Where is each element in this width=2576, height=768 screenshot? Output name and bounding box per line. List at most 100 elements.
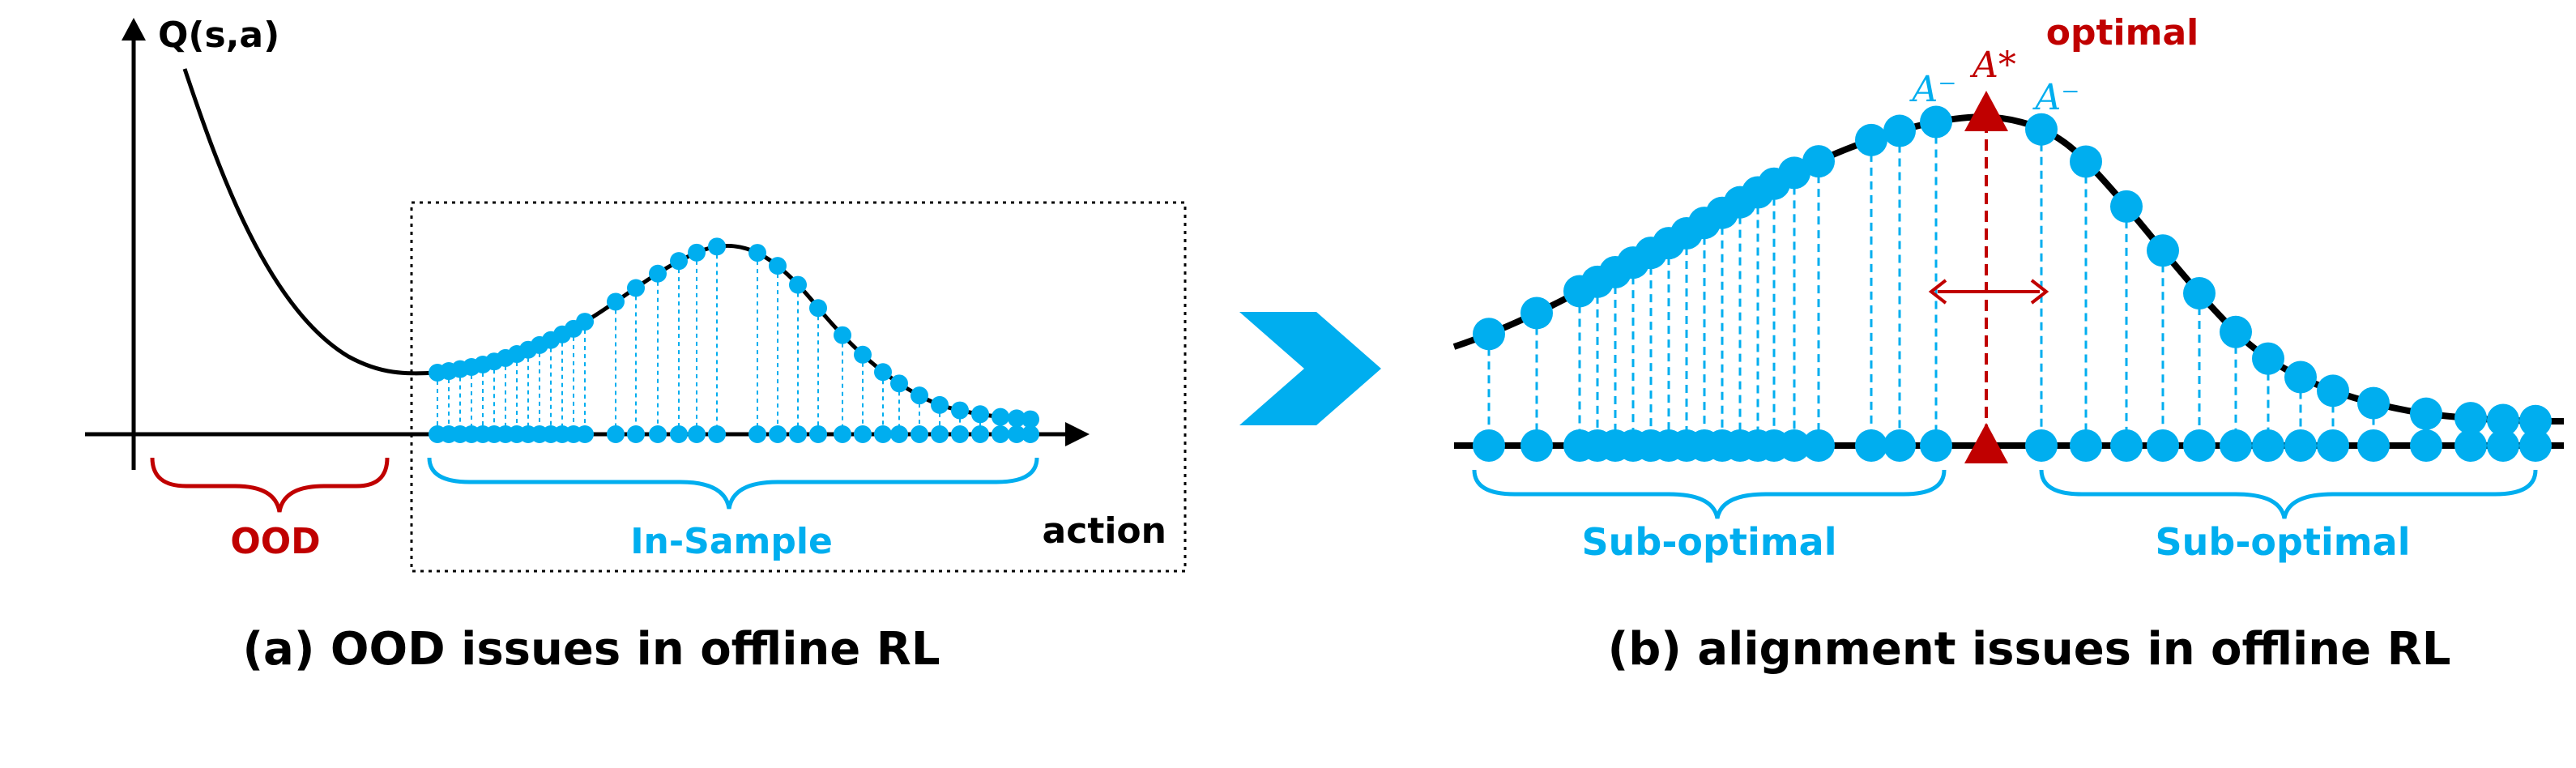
alignment-curve-dot — [2487, 403, 2519, 437]
alignment-axis-dot — [2070, 429, 2102, 462]
alignment-axis-dot — [1802, 429, 1835, 462]
in-sample-axis-dot — [890, 425, 908, 443]
in-sample-curve-dot — [971, 405, 989, 424]
gap-double-arrow — [1928, 279, 2049, 305]
in-sample-axis-dot — [874, 425, 892, 443]
alignment-curve-dot — [1855, 123, 1887, 156]
in-sample-axis-dot — [951, 425, 969, 443]
alignment-axis-dot — [2454, 429, 2487, 462]
in-sample-curve-dot — [911, 386, 928, 405]
in-sample-axis-dot — [769, 425, 787, 443]
in-sample-axis-dot — [670, 425, 688, 443]
in-sample-curve-dot — [890, 374, 908, 393]
alignment-curve-dot — [1473, 318, 1505, 351]
in-sample-axis-dot — [789, 425, 807, 443]
optimal-label: optimal — [2046, 12, 2199, 53]
alignment-curve-dot — [2147, 234, 2179, 267]
x-axis-label: action — [1043, 510, 1166, 552]
alignment-axis-dot — [1920, 429, 1952, 462]
in-sample-curve-dot — [708, 237, 726, 256]
alignment-curve-dot — [2110, 190, 2143, 223]
alignment-curve-dot — [2252, 342, 2284, 375]
in-sample-axis-dot — [834, 425, 851, 443]
alignment-curve-dot — [2317, 374, 2349, 407]
in-sample-curve-dot — [992, 407, 1009, 426]
chevron-right-icon — [1239, 312, 1381, 425]
panel-a: Q(s,a) OOD In-Sample action (a) OOD issu… — [85, 15, 1187, 676]
in-sample-curve-dot — [576, 313, 594, 331]
a-minus-right-label: A⁻ — [2032, 77, 2080, 118]
in-sample-curve-dot — [627, 279, 645, 297]
alignment-curve-dot — [2183, 277, 2216, 310]
a-minus-left-label: A⁻ — [1909, 69, 1957, 110]
alignment-curve-dot — [1802, 145, 1835, 178]
alignment-axis-dot — [2220, 429, 2252, 462]
alignment-curve-dot — [2220, 315, 2252, 348]
in-sample-curve-dot — [789, 275, 807, 294]
in-sample-curve-dot — [769, 257, 787, 275]
alignment-axis-dot — [2252, 429, 2284, 462]
optimal-marker-top — [1964, 91, 2008, 131]
alignment-curve-dot — [2519, 404, 2552, 437]
x-axis-arrowhead — [1065, 422, 1090, 446]
alignment-curve-dot — [2284, 361, 2317, 394]
in-sample-axis-dot — [688, 425, 706, 443]
in-sample-box — [410, 201, 1187, 573]
in-sample-curve-dot — [649, 264, 667, 283]
panel-b: optimal A* A⁻ A⁻ Sub-optimal Sub-optimal… — [1452, 12, 2565, 676]
alignment-axis-dot — [1473, 429, 1505, 462]
in-sample-brace — [427, 457, 1039, 510]
in-sample-curve-dot — [834, 326, 851, 344]
y-axis-arrowhead — [122, 18, 146, 41]
alignment-axis-dot — [1883, 429, 1916, 462]
in-sample-axis-dot — [1008, 425, 1026, 443]
in-sample-curve-dot — [1021, 410, 1039, 429]
alignment-axis-dot — [2410, 429, 2442, 462]
in-sample-axis-dot — [607, 425, 625, 443]
in-sample-axis-dot — [748, 425, 766, 443]
in-sample-axis-dot — [708, 425, 726, 443]
alignment-axis-dot — [1778, 429, 1810, 462]
alignment-curve-dot — [2070, 145, 2102, 178]
in-sample-curve-dot — [809, 299, 827, 318]
alignment-axis-dots — [1473, 429, 2552, 462]
alignment-axis-dot — [2357, 429, 2390, 462]
in-sample-axis-dot — [649, 425, 667, 443]
in-sample-axis-dot — [931, 425, 949, 443]
in-sample-curve-dot — [1008, 409, 1026, 428]
in-sample-axis-dot — [971, 425, 989, 443]
in-sample-curve-dot — [874, 363, 892, 382]
alignment-curve-dot — [2454, 402, 2487, 435]
alignment-axis-dot — [2147, 429, 2179, 462]
in-sample-curve-dot — [607, 292, 625, 311]
alignment-curve-dot — [2410, 397, 2442, 430]
alignment-curve-dots — [1473, 105, 2552, 437]
in-sample-axis-dot — [627, 425, 645, 443]
left-sub-optimal-label: Sub-optimal — [1582, 520, 1837, 564]
ood-brace — [150, 457, 390, 513]
in-sample-curve-dot — [951, 401, 969, 420]
y-axis-label: Q(s,a) — [158, 15, 279, 56]
caption-b: (b) alignment issues in offline RL — [1608, 623, 2451, 676]
in-sample-axis-dot — [854, 425, 872, 443]
in-sample-axis-dot — [992, 425, 1009, 443]
in-sample-axis-dot — [809, 425, 827, 443]
in-sample-label: In-Sample — [630, 521, 833, 562]
a-star-label: A* — [1969, 45, 2016, 86]
in-sample-curve-dot — [670, 252, 688, 271]
alignment-axis-dot — [2317, 429, 2349, 462]
alignment-axis-dot — [1855, 429, 1887, 462]
left-sub-optimal-brace — [1472, 469, 1947, 519]
alignment-axis-dot — [2519, 429, 2552, 462]
in-sample-curve-dot — [854, 345, 872, 364]
in-sample-axis-dot — [1021, 425, 1039, 443]
caption-a: (a) OOD issues in offline RL — [242, 623, 940, 676]
in-sample-curve-dots — [429, 237, 1039, 429]
alignment-axis-dot — [2025, 429, 2058, 462]
in-sample-axis-dot — [576, 425, 594, 443]
alignment-dashes — [1487, 122, 2537, 446]
right-sub-optimal-brace — [2039, 469, 2538, 519]
in-sample-curve-dot — [931, 395, 949, 414]
alignment-curve-dot — [1778, 156, 1810, 190]
alignment-axis-dot — [1520, 429, 1553, 462]
